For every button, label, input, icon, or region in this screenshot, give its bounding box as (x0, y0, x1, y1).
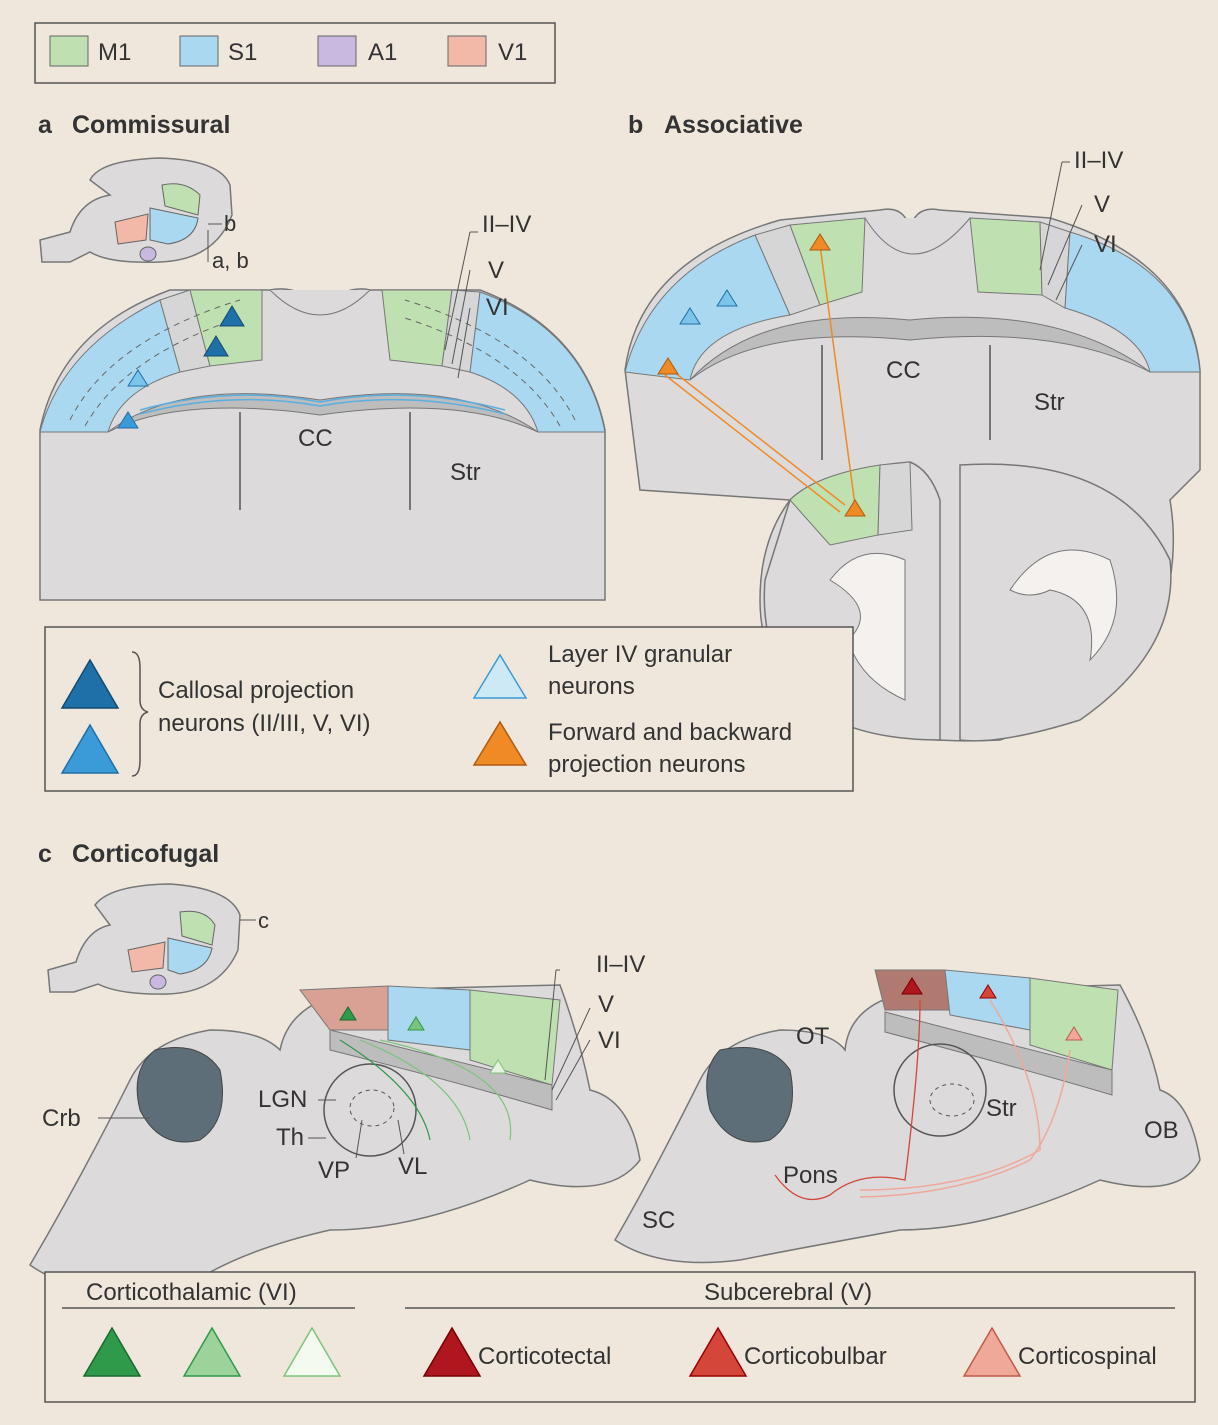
s1-swatch (180, 36, 218, 66)
panel-b-layer-vi: VI (1094, 231, 1117, 258)
panel-b-layer-v: V (1094, 191, 1110, 218)
area-legend: M1 S1 A1 V1 (35, 23, 555, 83)
panel-b-title: Associative (664, 111, 803, 139)
m1-label: M1 (98, 39, 131, 66)
panel-c-right-sagittal: OT Str Pons SC OB (615, 970, 1200, 1263)
panel-c-title: Corticofugal (72, 840, 219, 868)
panel-a-brain-thumbnail: b a, b (40, 158, 249, 273)
panel-a-letter: a (38, 111, 53, 139)
panel-a-title: Commissural (72, 111, 230, 139)
sc-label: SC (642, 1207, 675, 1234)
panel-c: c Corticofugal c Crb (30, 840, 1200, 1300)
corticospinal-label: Corticospinal (1018, 1343, 1157, 1370)
panel-a-layer-v: V (488, 257, 504, 284)
neuron-legend-ab: Callosal projection neurons (II/III, V, … (45, 627, 853, 791)
panel-a-coronal-section: CC Str II–IV V VI (40, 211, 605, 600)
panel-b-cc-label: CC (886, 357, 921, 384)
a1-label: A1 (368, 39, 397, 66)
panel-c-letter: c (38, 840, 52, 868)
panel-b-layer-upper: II–IV (1074, 147, 1123, 174)
plane-c-label: c (258, 908, 269, 933)
a1-swatch (318, 36, 356, 66)
ot-label: OT (796, 1023, 830, 1050)
pons-label: Pons (783, 1162, 838, 1189)
s1-label: S1 (228, 39, 257, 66)
lgn-label: LGN (258, 1086, 307, 1113)
subcerebral-heading: Subcerebral (V) (704, 1279, 872, 1306)
panel-a: a Commissural b a, b (38, 111, 605, 600)
m1-swatch (50, 36, 88, 66)
forward-text-2: projection neurons (548, 751, 745, 778)
corticothalamic-heading: Corticothalamic (VI) (86, 1279, 297, 1306)
corticobulbar-label: Corticobulbar (744, 1343, 887, 1370)
v1-label: V1 (498, 39, 527, 66)
panel-a-cc-label: CC (298, 425, 333, 452)
panel-c-layer-vi: VI (598, 1027, 621, 1054)
callosal-text-2: neurons (II/III, V, VI) (158, 710, 371, 737)
th-label: Th (276, 1124, 304, 1151)
forward-text-1: Forward and backward (548, 719, 792, 746)
v1-swatch (448, 36, 486, 66)
panel-c-layer-v: V (598, 991, 614, 1018)
panel-c-left-sagittal: Crb LGN Th VP VL II–IV V VI (30, 951, 645, 1300)
ob-label: OB (1144, 1117, 1179, 1144)
neuron-legend-c: Corticothalamic (VI) Subcerebral (V) Cor… (45, 1272, 1195, 1402)
crb-label: Crb (42, 1105, 81, 1132)
granular-text-2: neurons (548, 673, 635, 700)
callosal-text-1: Callosal projection (158, 677, 354, 704)
vp-label: VP (318, 1157, 350, 1184)
panel-a-str-label: Str (450, 459, 481, 486)
panel-a-layer-upper: II–IV (482, 211, 531, 238)
plane-ab-label: a, b (212, 248, 249, 273)
vl-label: VL (398, 1153, 427, 1180)
panel-c-brain-thumbnail: c (48, 884, 269, 994)
panel-b-letter: b (628, 111, 643, 139)
plane-b-label: b (224, 211, 236, 236)
panel-a-layer-vi: VI (486, 294, 509, 321)
granular-text-1: Layer IV granular (548, 641, 732, 668)
corticotectal-label: Corticotectal (478, 1343, 611, 1370)
panel-c-str-label: Str (986, 1095, 1017, 1122)
panel-c-layer-upper: II–IV (596, 951, 645, 978)
panel-b-str-label: Str (1034, 389, 1065, 416)
